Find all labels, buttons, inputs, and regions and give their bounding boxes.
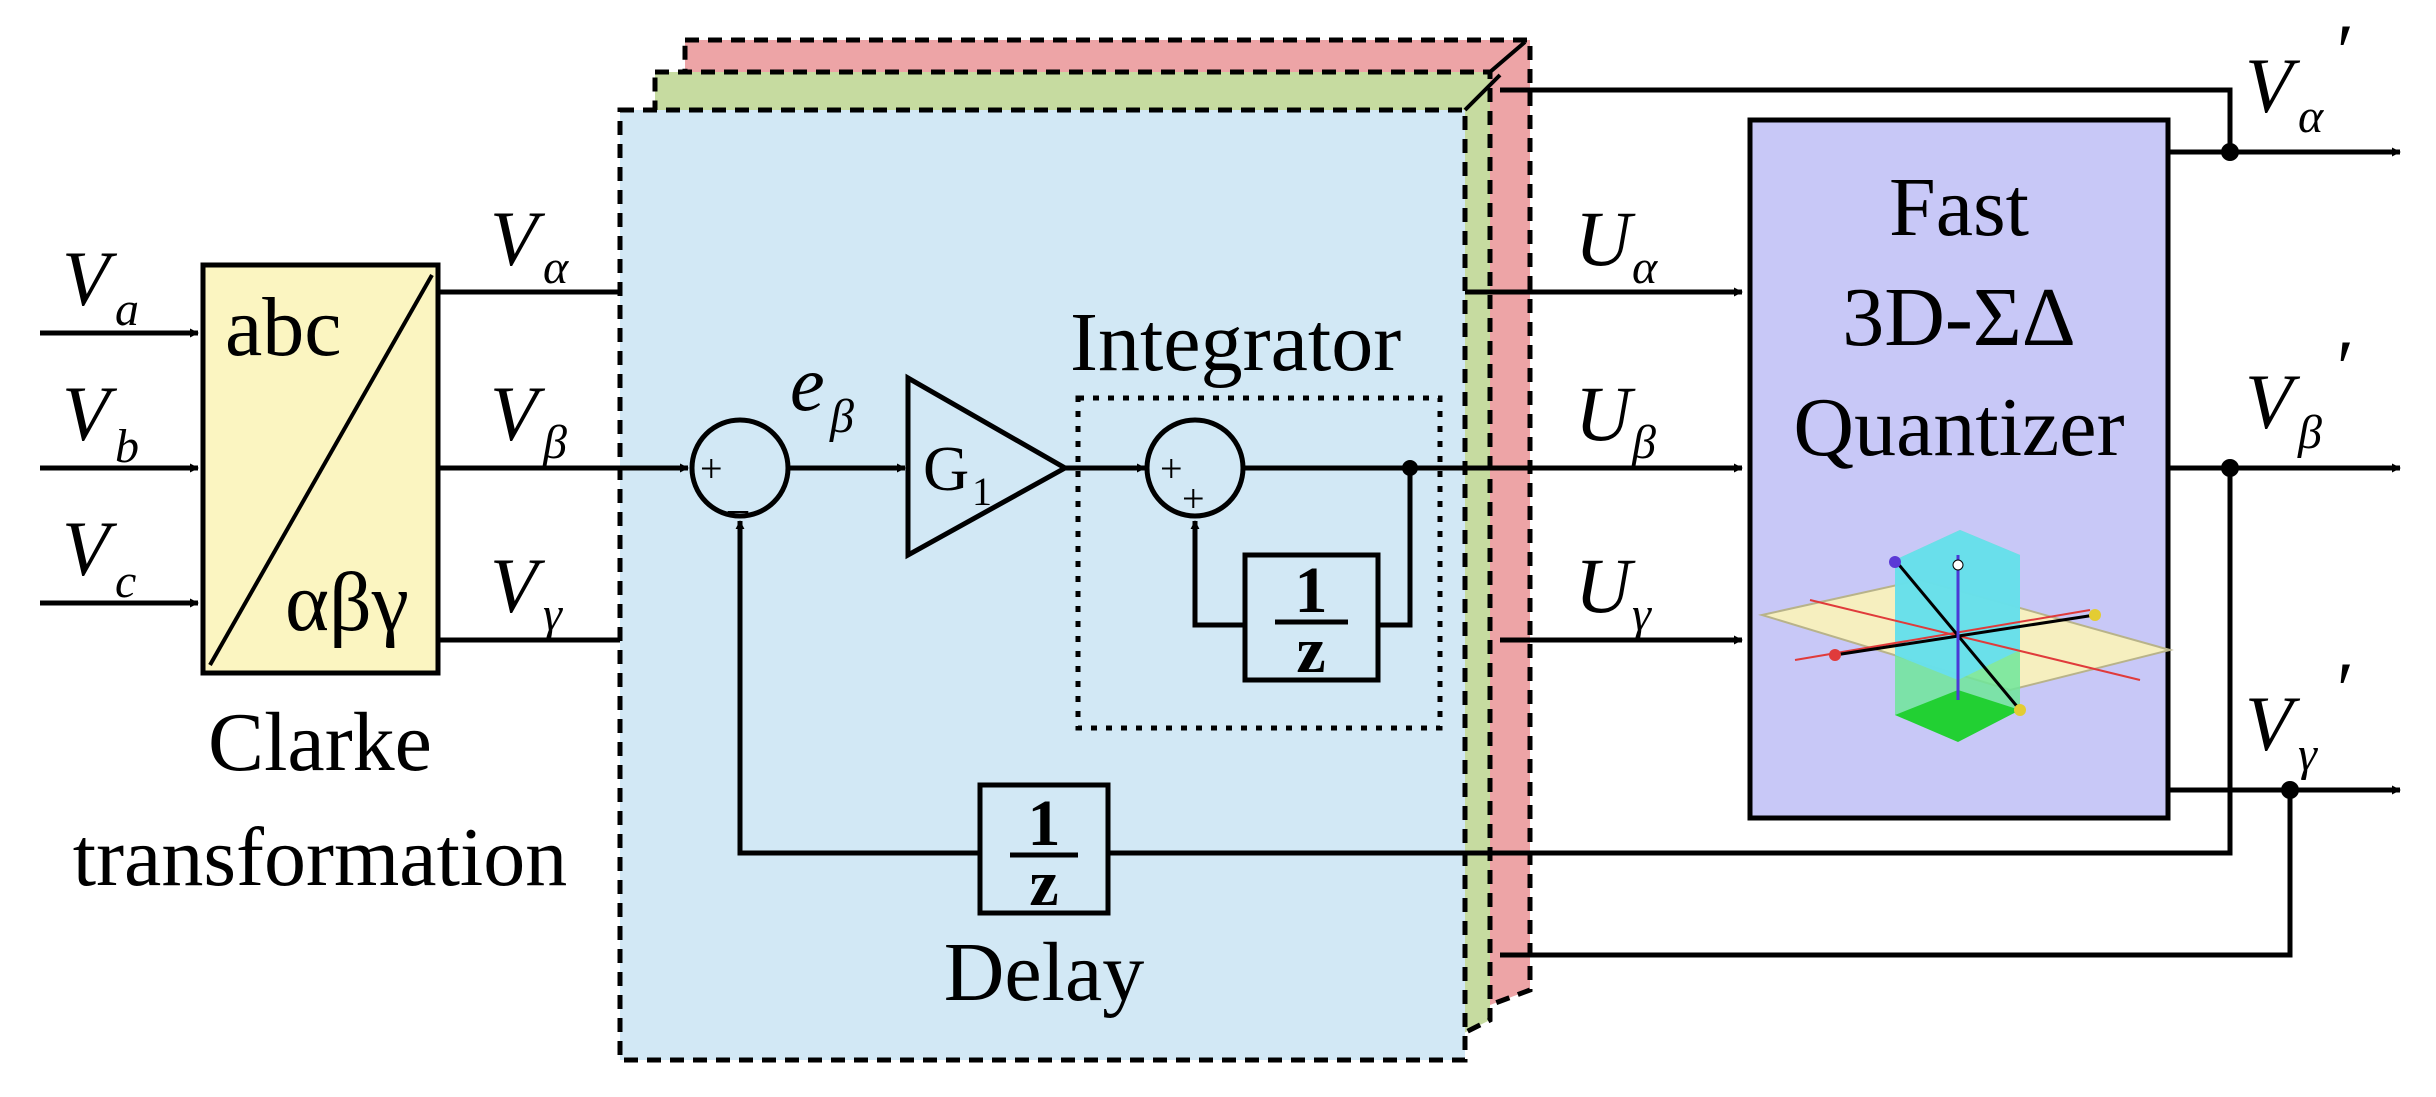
delay-den: z	[1029, 847, 1058, 920]
svg-text:V: V	[2245, 42, 2301, 129]
svg-text:V: V	[2245, 680, 2301, 767]
int-plus-a: +	[1160, 446, 1183, 491]
svg-text:β: β	[2297, 406, 2322, 459]
svg-text:U: U	[1575, 542, 1636, 629]
svg-text:a: a	[115, 283, 139, 336]
svg-text:′: ′	[2332, 324, 2351, 411]
sum-minus-sign: _	[727, 472, 749, 517]
integrator-box	[1075, 395, 1443, 731]
gain-subscript: 1	[972, 469, 992, 514]
output-valpha: V α ′	[2245, 8, 2351, 143]
svg-text:V: V	[62, 370, 118, 457]
quantizer-line1: Fast	[1889, 161, 2029, 254]
svg-text:′: ′	[2332, 646, 2351, 733]
quant-in-ubeta: U β	[1575, 370, 1656, 469]
output-vbeta: V β ′	[2245, 324, 2351, 459]
output-vgamma: V γ ′	[2245, 646, 2351, 781]
quant-in-ualpha: U α	[1575, 195, 1658, 294]
sum-plus-sign: +	[700, 446, 723, 491]
int-delay-den: z	[1296, 614, 1325, 687]
clarke-out-vgamma: V γ	[490, 542, 563, 641]
svg-text:U: U	[1575, 195, 1636, 282]
svg-text:e: e	[790, 340, 825, 427]
delay-num: 1	[1028, 787, 1061, 860]
delay-caption: Delay	[944, 926, 1145, 1019]
svg-text:V: V	[490, 542, 546, 629]
loop-panel-blue	[617, 107, 1468, 1063]
input-va: V a	[62, 235, 139, 336]
svg-text:α: α	[2298, 90, 2324, 143]
quantizer-line3: Quantizer	[1793, 381, 2124, 474]
integrator-title: Integrator	[1070, 296, 1401, 389]
svg-text:V: V	[62, 235, 118, 322]
svg-text:γ: γ	[2298, 728, 2318, 781]
integrator-delay-block	[1242, 552, 1381, 683]
clarke-abg-label: αβγ	[285, 556, 409, 649]
svg-text:β: β	[542, 416, 567, 469]
error-label: e β	[790, 340, 854, 443]
svg-text:U: U	[1575, 370, 1636, 457]
svg-text:γ: γ	[543, 588, 563, 641]
clarke-caption-line1: Clarke	[208, 696, 432, 789]
delay-block	[977, 782, 1111, 916]
svg-text:V: V	[2245, 358, 2301, 445]
svg-text:′: ′	[2332, 8, 2351, 95]
clarke-caption-line2: transformation	[73, 811, 568, 904]
svg-text:α: α	[543, 241, 569, 294]
svg-text:α: α	[1632, 241, 1658, 294]
quantizer-line2: 3D-ΣΔ	[1842, 271, 2076, 364]
svg-text:β: β	[829, 390, 854, 443]
svg-text:V: V	[490, 195, 546, 282]
input-vc: V c	[62, 505, 136, 608]
gain-label: G	[923, 433, 969, 504]
svg-text:b: b	[115, 420, 139, 473]
svg-text:c: c	[115, 555, 136, 608]
gain-block	[905, 373, 1071, 560]
clarke-out-valpha: V α	[490, 195, 569, 294]
int-delay-num: 1	[1295, 554, 1328, 627]
clarke-out-vbeta: V β	[490, 370, 567, 469]
clarke-abc-label: abc	[225, 281, 342, 374]
int-plus-b: +	[1182, 476, 1205, 521]
svg-text:γ: γ	[1632, 588, 1652, 641]
svg-text:V: V	[490, 370, 546, 457]
svg-text:V: V	[62, 505, 118, 592]
input-vb: V b	[62, 370, 139, 473]
svg-text:β: β	[1631, 416, 1656, 469]
quantizer-3d-graphic	[1758, 530, 2174, 742]
quant-in-ugamma: U γ	[1575, 542, 1652, 641]
